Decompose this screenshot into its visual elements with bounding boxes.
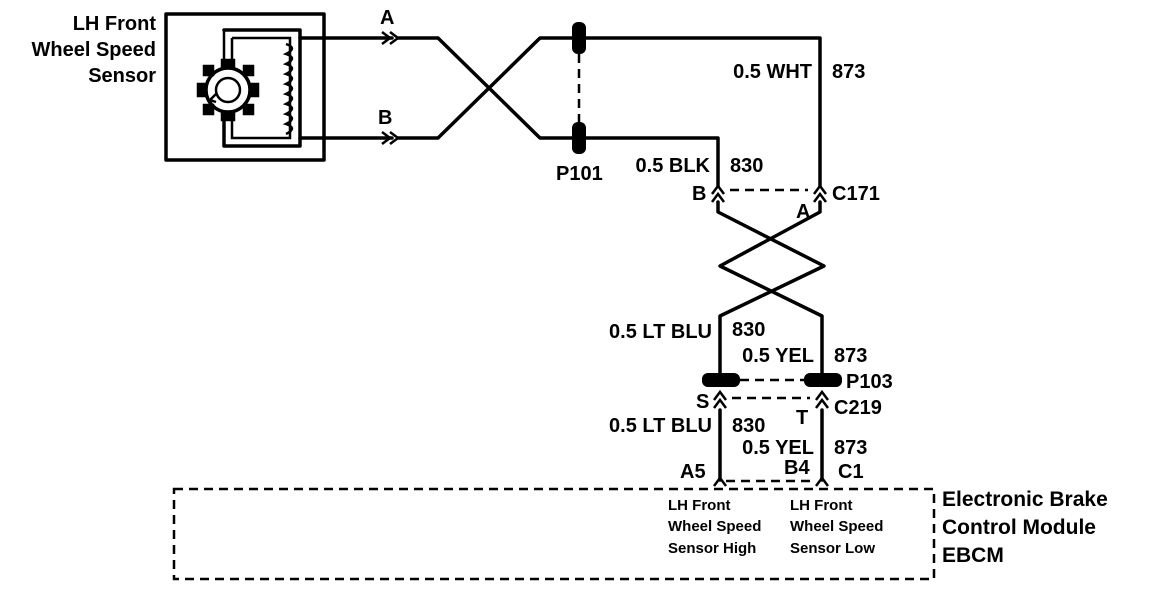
sensor-title-line-1: LH Front [73,13,157,35]
upper-low-circuit-number: 873 [832,61,865,83]
p101-lower-splice-icon [572,122,586,154]
c1-pin-a5-terminal-icon [713,475,727,487]
mid-low-wire-label: 0.5 YEL [742,345,814,367]
mid-high-circuit-number: 830 [732,319,765,341]
sensor-title-line-2: Wheel Speed [32,39,156,61]
p103-right-splice-icon [804,373,842,387]
twisted-pair-lower [396,36,580,140]
c171-pin-b-terminal-icon [711,183,725,203]
c171-pin-a-terminal-icon [813,183,827,203]
splice-p103: P103 [702,371,893,393]
splice-p101: P101 [556,22,603,185]
sensor-leads: A B [298,7,580,145]
connector-c1: A5 B4 C1 [680,457,864,487]
upper-low-wire-label: 0.5 WHT [733,61,812,83]
ebcm-pin-high-line-3: Sensor High [668,540,756,557]
c171-pin-b-label: B [692,183,706,205]
c1-pin-b4-terminal-icon [815,475,829,487]
middle-circuits: 0.5 LT BLU 830 0.5 YEL 873 [609,200,867,382]
ebcm-title-line-2: Control Module [942,516,1096,539]
ebcm-pin-low-line-2: Wheel Speed [790,518,883,535]
sensor-title-line-3: Sensor [88,65,156,87]
c219-pin-t-terminal-icon [815,389,829,409]
low-low-circuit-number: 873 [834,437,867,459]
upper-high-wire-label: 0.5 BLK [636,155,711,177]
low-high-wire-label: 0.5 LT BLU [609,415,712,437]
wheel-speed-sensor: LH Front Wheel Speed Sensor [32,12,326,162]
c219-pin-t-label: T [796,407,808,429]
lower-circuits: 0.5 LT BLU 830 0.5 YEL 873 [609,408,867,482]
p101-upper-splice-icon [572,22,586,54]
mid-low-circuit-number: 873 [834,345,867,367]
c1-pin-a5-label: A5 [680,461,706,483]
mid-high-wire-label: 0.5 LT BLU [609,321,712,343]
ebcm-pin-high-line-2: Wheel Speed [668,518,761,535]
ebcm-title-line-3: EBCM [942,544,1004,567]
ebcm-module: LH Front Wheel Speed Sensor High LH Fron… [172,487,1108,581]
twisted-pair-mid-b [718,200,824,382]
connector-c171: B A C171 [692,183,880,223]
ebcm-pin-low-line-3: Sensor Low [790,540,875,557]
connector-c219: S T C219 [696,389,882,429]
upper-circuits: 0.5 WHT 873 0.5 BLK 830 [584,36,865,188]
ebcm-title-line-1: Electronic Brake [942,488,1108,511]
sensor-housing [164,12,326,162]
lead-b-label: B [378,107,392,129]
c1-pin-b4-label: B4 [784,457,810,479]
sensor-coil-icon [222,28,302,148]
c219-label: C219 [834,397,882,419]
c171-label: C171 [832,183,880,205]
p101-label: P101 [556,163,603,185]
ebcm-pin-low-line-1: LH Front [790,497,852,514]
c1-label: C1 [838,461,864,483]
p103-label: P103 [846,371,893,393]
p103-left-splice-icon [702,373,740,387]
twisted-pair-mid-a [716,200,826,382]
ebcm-boundary [172,487,936,581]
ebcm-pin-high-line-1: LH Front [668,497,730,514]
upper-high-circuit-number: 830 [730,155,763,177]
c219-pin-s-terminal-icon [713,389,727,409]
c219-pin-s-label: S [696,391,709,413]
tone-wheel-icon [196,58,260,122]
low-low-wire-label: 0.5 YEL [742,437,814,459]
low-high-circuit-number: 830 [732,415,765,437]
lead-a-label: A [380,7,394,29]
